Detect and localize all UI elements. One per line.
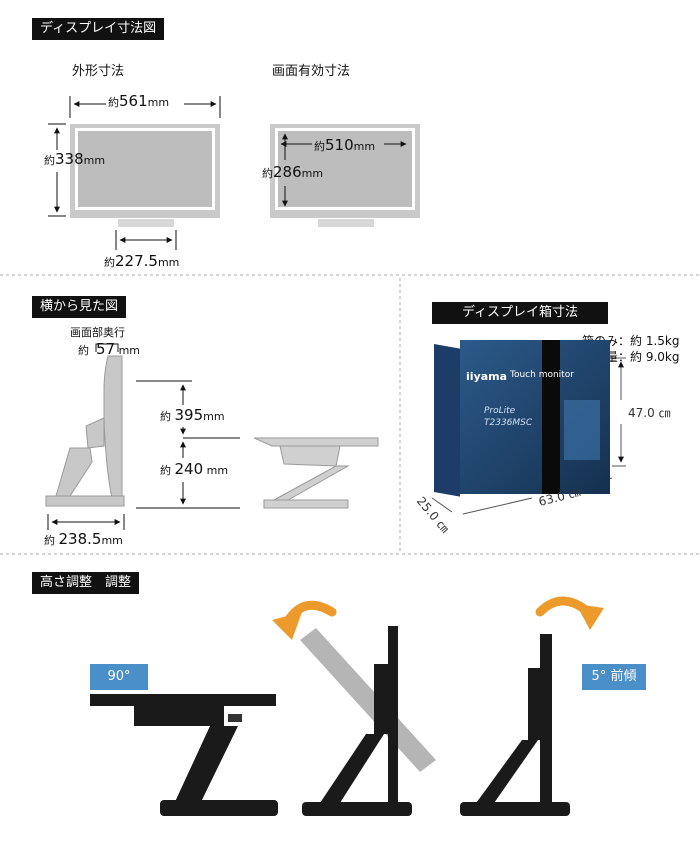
dim-height: 約338mm xyxy=(44,150,106,168)
monitor-active-screen xyxy=(275,128,415,210)
monitor-tilt-ghost xyxy=(300,628,436,772)
box-tagline: Touch monitor xyxy=(510,370,574,380)
box-brand: iiyama xyxy=(466,370,508,383)
monitor-tilt-upright xyxy=(302,626,412,816)
dim-height-upper: 約 395mm xyxy=(160,406,225,424)
outer-dimensions-label: 外形寸法 xyxy=(72,64,125,79)
box-photo xyxy=(564,400,600,460)
dim-active-height: 約286mm xyxy=(262,163,324,181)
active-area-label: 画面有効寸法 xyxy=(272,64,351,79)
dim-width: 約561mm xyxy=(108,92,170,110)
monitor-active-stand xyxy=(318,219,374,227)
angle-5-badge: 5° 前傾 xyxy=(582,664,646,690)
box-height-label: 47.0 ㎝ xyxy=(628,406,671,420)
angle-90-badge: 90° xyxy=(90,664,148,690)
dim-depth: 約 57 mm xyxy=(78,340,141,358)
dim-stand-depth: 約227.5mm xyxy=(104,252,180,270)
side-view-reclined-monitor xyxy=(253,437,379,509)
dim-active-width: 約510mm xyxy=(314,136,376,154)
box-model: T2336MSC xyxy=(484,418,533,428)
dim-base: 約 238.5mm xyxy=(44,530,123,548)
depth-title: 画面部奥行 xyxy=(70,326,125,339)
monitor-forward-tilt xyxy=(460,634,570,816)
monitor-90-degree xyxy=(90,694,278,816)
monitor-front-screen xyxy=(75,128,215,210)
section-header-side-view: 横から見た図 xyxy=(32,296,127,318)
box-front: iiyama Touch monitor ProLite T2336MSC xyxy=(460,340,610,494)
monitor-front-stand xyxy=(118,219,174,227)
section-header-display-dimensions: ディスプレイ寸法図 xyxy=(32,18,165,40)
side-view-monitor xyxy=(45,355,125,507)
box-side xyxy=(434,344,460,497)
section-header-box-dimensions: ディスプレイ箱寸法 xyxy=(432,302,608,324)
dim-height-lower: 約 240 mm xyxy=(160,460,229,478)
box-product-line: ProLite xyxy=(484,406,516,416)
section-header-height-adjust: 高さ調整 調整 xyxy=(32,572,140,594)
box-strap xyxy=(542,340,560,494)
